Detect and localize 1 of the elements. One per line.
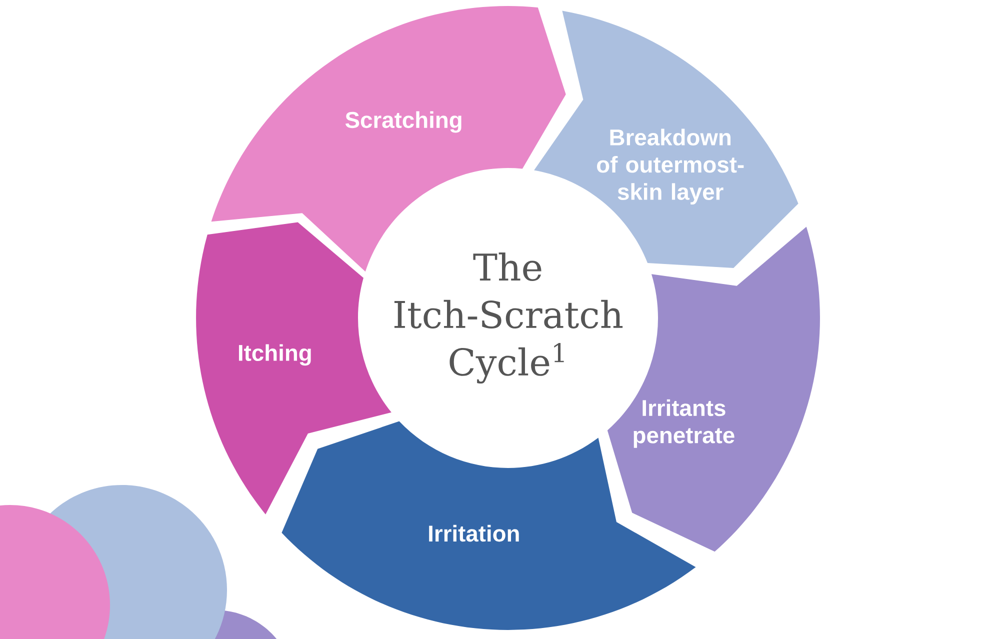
cycle-segment: Itching: [196, 222, 392, 514]
